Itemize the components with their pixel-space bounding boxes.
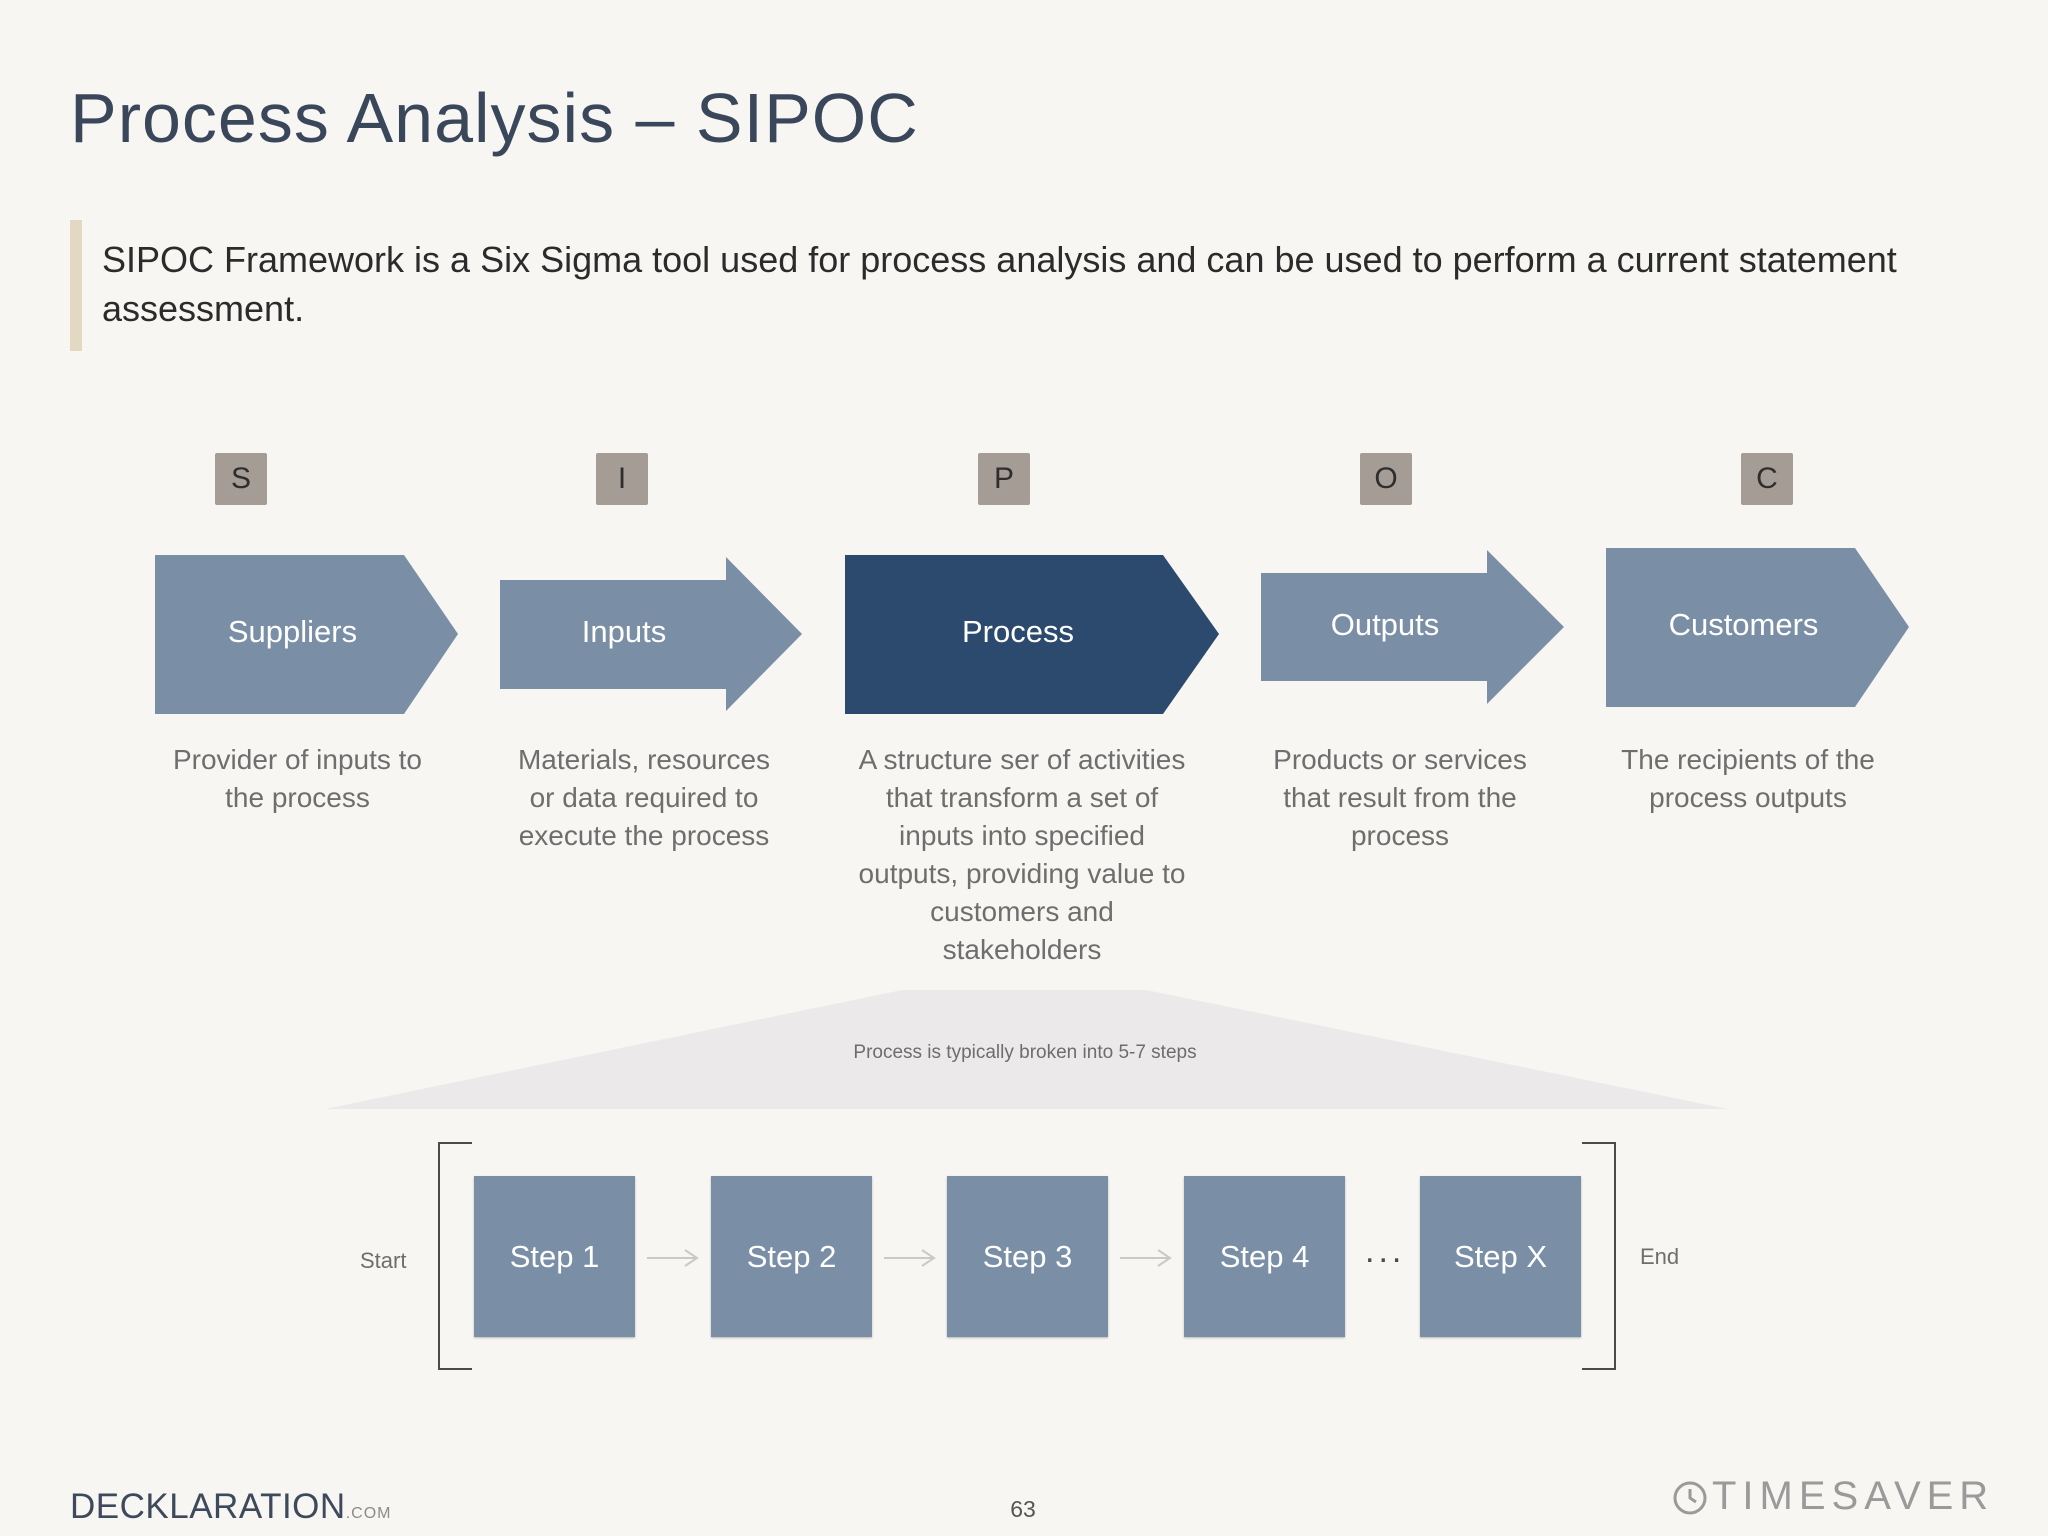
suppliers-arrow-shape <box>155 555 458 714</box>
outputs-arrow-shape <box>1261 550 1564 704</box>
left-bracket <box>438 1142 472 1370</box>
suppliers-description: Provider of inputs to the process <box>172 744 423 813</box>
intro-text: SIPOC Framework is a Six Sigma tool used… <box>102 239 1897 329</box>
decklaration-logo-suffix: .COM <box>345 1505 392 1522</box>
process-arrow-shape <box>845 555 1219 714</box>
page-title: Process Analysis – SIPOC <box>70 79 919 157</box>
outputs-description: Products or services that result from th… <box>1273 744 1527 851</box>
step-x-box: Step X <box>1420 1176 1581 1337</box>
decklaration-logo-text: DECKLARATION <box>70 1487 346 1526</box>
timesaver-logo: TIMESAVER <box>1672 1474 1994 1519</box>
end-label: End <box>1640 1244 1680 1269</box>
funnel-note: Process is typically broken into 5-7 ste… <box>853 1042 1197 1063</box>
customers-description: The recipients of the process outputs <box>1621 744 1875 813</box>
step-2-box: Step 2 <box>711 1176 872 1337</box>
decklaration-logo: DECKLARATION.COM <box>70 1487 391 1527</box>
outputs-label: Outputs <box>1330 607 1440 642</box>
process-label: Process <box>962 614 1074 649</box>
right-bracket <box>1582 1142 1616 1370</box>
intro-accent-bar <box>70 220 82 351</box>
step-3-box: Step 3 <box>947 1176 1108 1337</box>
letter-badge-c: C <box>1741 453 1793 505</box>
inputs-arrow-shape <box>500 557 802 711</box>
inputs-description: Materials, resources or data required to… <box>517 744 771 851</box>
customers-label: Customers <box>1668 607 1819 642</box>
clock-icon <box>1673 1481 1707 1515</box>
start-label: Start <box>360 1248 407 1273</box>
step-connectors <box>647 1249 1172 1267</box>
letter-badge-i: I <box>596 453 648 505</box>
suppliers-label: Suppliers <box>227 614 358 649</box>
inputs-label: Inputs <box>581 614 667 649</box>
sipoc-arrows <box>155 548 1909 714</box>
steps-ellipsis: ... <box>1365 1232 1406 1270</box>
step-4-box: Step 4 <box>1184 1176 1345 1337</box>
customers-arrow-shape <box>1606 548 1909 707</box>
letter-badge-o: O <box>1360 453 1412 505</box>
letter-badge-p: P <box>978 453 1030 505</box>
page-number: 63 <box>1010 1496 1036 1522</box>
step-1-box: Step 1 <box>474 1176 635 1337</box>
timesaver-logo-text: TIMESAVER <box>1712 1474 1995 1518</box>
letter-badge-s: S <box>215 453 267 505</box>
process-description: A structure ser of activities that trans… <box>858 744 1186 965</box>
